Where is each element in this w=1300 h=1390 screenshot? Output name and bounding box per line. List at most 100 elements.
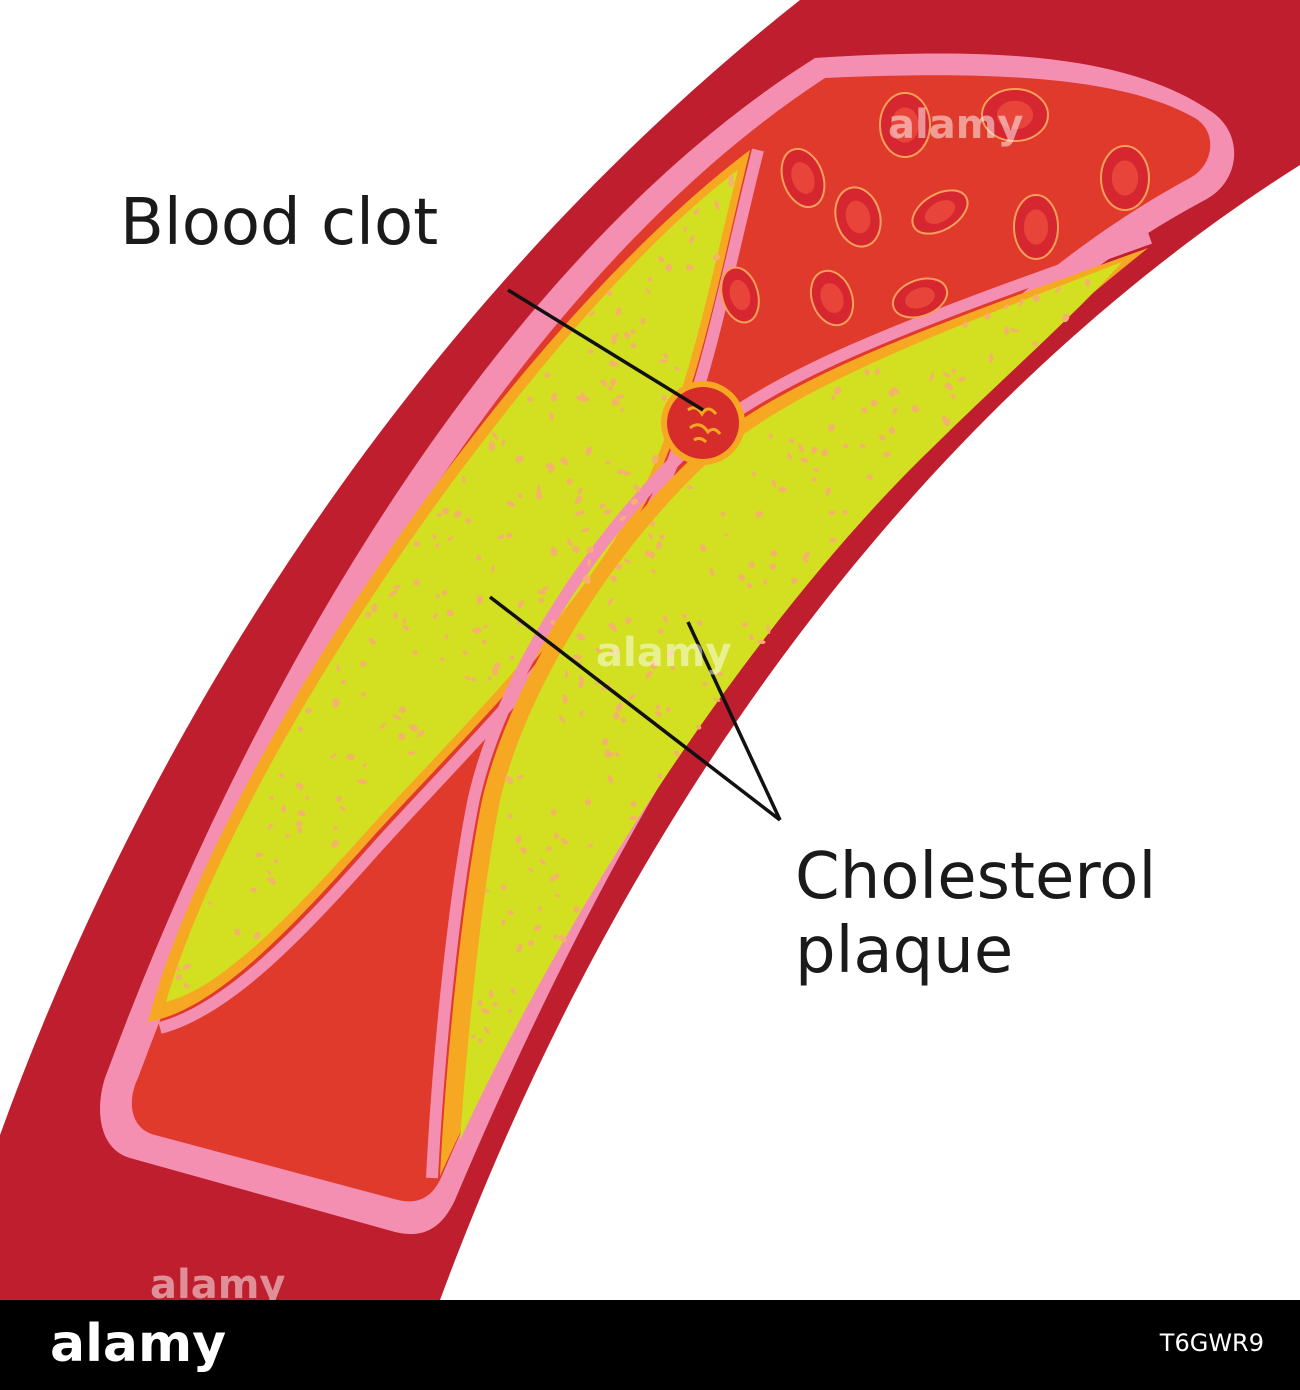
label-cholesterol-line2: plaque xyxy=(795,914,1014,988)
plaque-speckle xyxy=(723,533,729,537)
plaque-speckle xyxy=(802,557,809,564)
plaque-speckle xyxy=(331,840,339,848)
plaque-speckle xyxy=(658,256,665,262)
plaque-speckle xyxy=(553,934,558,940)
plaque-speckle xyxy=(371,603,378,612)
plaque-speckle xyxy=(368,637,376,645)
plaque-speckle xyxy=(175,974,183,981)
plaque-speckle xyxy=(663,615,668,623)
plaque-lower-right-lining xyxy=(426,232,1153,1179)
plaque-speckle xyxy=(566,478,573,485)
plaque-speckle xyxy=(408,724,418,732)
plaque-speckle xyxy=(861,407,868,413)
plaque-speckle xyxy=(476,595,484,601)
plaque-speckle xyxy=(615,563,623,571)
plaque-speckle xyxy=(491,666,499,676)
plaque-speckle xyxy=(615,307,622,316)
watermark-footer: alamy T6GWR9 xyxy=(0,1300,1300,1390)
plaque-speckle xyxy=(651,454,659,465)
svg-text:alamy: alamy xyxy=(596,630,731,676)
plaque-speckle xyxy=(484,1026,490,1034)
plaque-speckle xyxy=(182,963,191,971)
plaque-speckle xyxy=(878,434,886,441)
plaque-speckle xyxy=(585,446,592,456)
plaque-speckle xyxy=(444,634,449,639)
plaque-speckle xyxy=(1004,326,1009,335)
plaque-speckle xyxy=(407,751,416,755)
plaque-speckle xyxy=(393,585,401,590)
plaque-speckle xyxy=(950,394,956,399)
plaque-speckle xyxy=(666,649,675,658)
plaque-speckle xyxy=(656,541,663,550)
plaque-speckle xyxy=(392,714,402,720)
plaque-speckle xyxy=(234,928,241,936)
plaque-speckle xyxy=(462,650,468,656)
plaque-speckle xyxy=(480,1008,490,1015)
plaque-speckle xyxy=(674,750,680,757)
plaque-speckle xyxy=(464,518,472,524)
plaque-speckle xyxy=(266,877,275,882)
plaque-speckle xyxy=(507,1008,512,1014)
plaque-speckle xyxy=(834,386,842,395)
plaque-speckle xyxy=(574,495,583,505)
plaque-speckle xyxy=(412,649,418,656)
plaque-speckle xyxy=(332,825,338,830)
plaque-speckle xyxy=(361,692,366,697)
plaque-speckle xyxy=(533,925,540,932)
plaque-speckle xyxy=(699,544,707,552)
plaque-speckle xyxy=(606,290,613,297)
plaque-speckle xyxy=(864,368,870,376)
plaque-speckle xyxy=(398,732,406,741)
plaque-speckle xyxy=(828,510,836,516)
plaque-speckle xyxy=(541,585,549,592)
plaque-speckle xyxy=(365,611,372,618)
plaque-speckle xyxy=(620,717,627,723)
plaque-speckle xyxy=(659,534,665,540)
plaque-speckle xyxy=(1032,294,1040,302)
plaque-speckle xyxy=(645,288,651,294)
plaque-speckle xyxy=(599,503,606,509)
plaque-speckle xyxy=(548,411,555,421)
plaque-speckle xyxy=(623,558,631,564)
plaque-speckle xyxy=(481,639,487,645)
plaque-speckle xyxy=(488,441,496,451)
plaque-speckle xyxy=(962,321,969,329)
plaque-speckle xyxy=(558,935,567,943)
plaque-speckle xyxy=(615,332,619,338)
plaque-speckle xyxy=(560,457,569,466)
alamy-logo: alamy xyxy=(50,1314,227,1374)
plaque-upper-left xyxy=(166,170,738,1002)
plaque-speckle xyxy=(798,443,804,453)
plaque-speckle xyxy=(604,751,614,758)
plaque-speckle xyxy=(716,671,724,677)
plaque-speckle xyxy=(527,939,534,946)
plaque-speckle xyxy=(746,582,752,589)
plaque-speckle xyxy=(584,799,592,806)
plaque-speckle xyxy=(813,467,820,473)
plaque-speckle xyxy=(645,670,653,679)
plaque-speckle xyxy=(470,1034,477,1039)
plaque-speckle xyxy=(518,492,523,499)
label-cholesterol-line1: Cholesterol xyxy=(795,840,1157,914)
plaque-speckle xyxy=(649,551,655,559)
plaque-speckle xyxy=(507,909,514,916)
plaque-speckle xyxy=(1055,286,1062,293)
plaque-speckle xyxy=(305,796,310,800)
plaque-speckle xyxy=(360,661,367,668)
blood-clot xyxy=(661,381,745,465)
plaque-speckle xyxy=(601,738,609,746)
plaque-speckle xyxy=(471,676,477,682)
plaque-speckle xyxy=(929,372,935,382)
plaque-speckle xyxy=(515,835,522,844)
plaque-speckle xyxy=(578,680,585,689)
plaque-speckle xyxy=(435,543,440,548)
plaque-speckle xyxy=(800,457,808,464)
plaque-speckle xyxy=(628,816,638,821)
plaque-speckle xyxy=(497,534,505,540)
plaque-speckle xyxy=(696,620,703,626)
plaque-speckle xyxy=(892,407,898,415)
plaque-speckle xyxy=(742,622,748,628)
plaque-speckle xyxy=(640,317,646,325)
plaque-speckle xyxy=(477,1038,483,1044)
plaque-speckle xyxy=(771,478,777,488)
